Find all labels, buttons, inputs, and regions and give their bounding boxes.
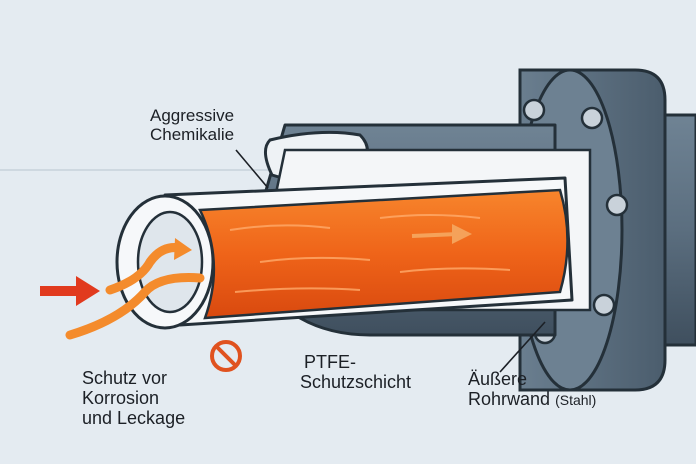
- flow-arrow-icon: [65, 238, 205, 340]
- label-chemical-line-1: Aggressive: [150, 106, 235, 125]
- label-wall-word: Rohrwand: [468, 389, 551, 410]
- label-protection-line-1: Schutz vor: [82, 368, 168, 388]
- prohibited-icon: [210, 340, 242, 372]
- leader-line-wall: [499, 321, 546, 373]
- label-ptfe-line-1: PTFE-: [304, 352, 356, 372]
- label-ptfe-line-2: Schutzschicht: [300, 372, 412, 393]
- leader-line-chemical: [235, 149, 269, 189]
- label-aggressive-chemical: Aggressive Chemikalie: [150, 106, 234, 144]
- label-outer-wall: Äußere Rohrwand (Stahl): [468, 369, 596, 409]
- entry-arrow-icon: [40, 276, 100, 306]
- label-wall-line-2: Rohrwand (Stahl): [468, 389, 596, 409]
- right-arrow-icon: [411, 224, 472, 244]
- label-wall-line-1: Äußere: [468, 369, 528, 389]
- label-ptfe-layer: PTFE- Schutzschicht: [300, 352, 411, 392]
- chemical-flow: [198, 188, 569, 320]
- label-chemical-line-2: Chemikalie: [150, 125, 235, 145]
- label-protection-line-2: Korrosion: [82, 388, 160, 409]
- label-wall-material: (Stahl): [555, 392, 597, 409]
- label-protection-line-3: und Leckage: [82, 408, 186, 429]
- label-protection: Schutz vor Korrosion und Leckage: [82, 368, 185, 428]
